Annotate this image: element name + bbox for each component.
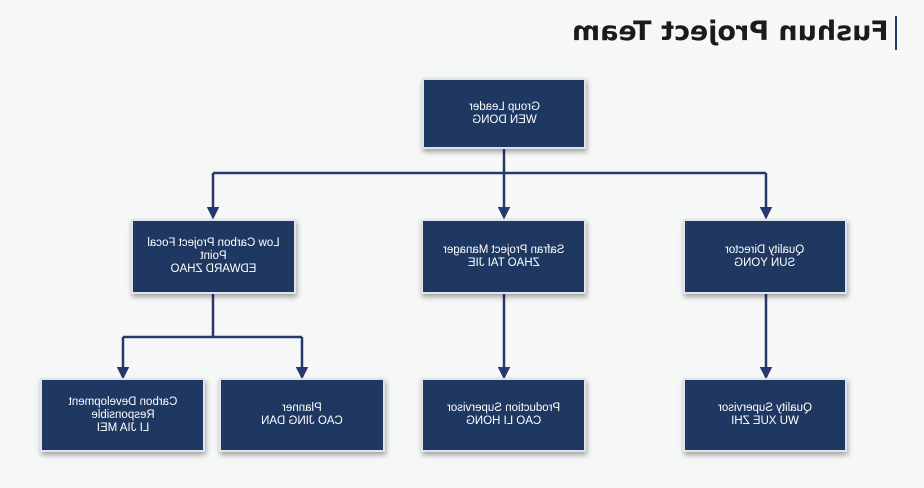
title-accent-bar <box>895 16 897 50</box>
node-role: Carbon Development Responsible <box>68 395 177 421</box>
node-person: WEN DONG <box>471 113 537 126</box>
node-person: EDWARD ZHAO <box>170 263 257 275</box>
title-area: Fushun Project Team <box>572 12 900 52</box>
node-person: CAO LI HONG <box>465 415 542 427</box>
node-role: Production Supervisor <box>446 402 561 414</box>
node-role: Quality Director <box>725 243 805 256</box>
node-role: Safran Project Manager <box>442 243 565 256</box>
node-production-supervisor: Production Supervisor CAO LI HONG <box>421 378 586 452</box>
node-role: Group Leader <box>468 100 540 113</box>
node-planner: Planner CAO JING DAN <box>219 378 385 452</box>
node-person: SUN YONG <box>734 256 796 269</box>
node-group-leader: Group Leader WEN DONG <box>422 78 586 149</box>
node-role: Low Carbon Project Focal Point <box>147 237 280 262</box>
node-person: LI JIA MEI <box>96 421 149 434</box>
node-safran-manager: Safran Project Manager ZHAO TAI JIE <box>421 219 586 294</box>
node-role: Quality Supervisor <box>718 402 812 414</box>
node-person: WU XUE ZHI <box>731 415 799 427</box>
node-quality-supervisor: Quality Supervisor WU XUE ZHI <box>683 378 847 452</box>
node-person: ZHAO TAI JIE <box>467 256 540 269</box>
node-person: CAO JING DAN <box>261 415 343 427</box>
node-low-carbon-focal: Low Carbon Project Focal Point EDWARD ZH… <box>131 219 296 294</box>
node-carbon-development: Carbon Development Responsible LI JIA ME… <box>40 378 205 452</box>
node-role: Planner <box>282 402 322 414</box>
node-quality-director: Quality Director SUN YONG <box>683 219 847 294</box>
